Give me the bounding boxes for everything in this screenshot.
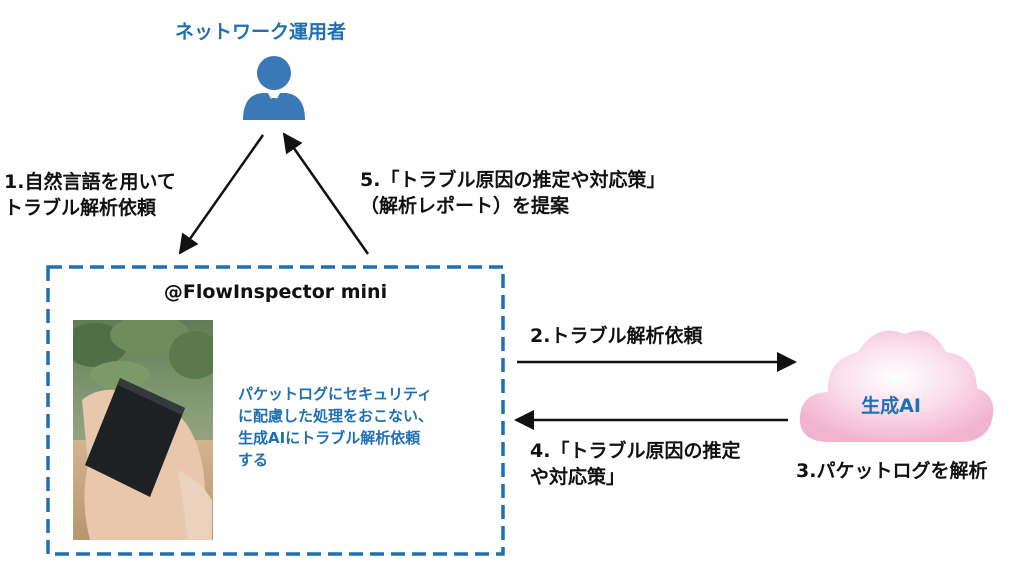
- device-box-border: [46, 265, 505, 556]
- device-description-line-4: する: [238, 451, 269, 469]
- device-description-line-3: 生成AIにトラブル解析依頼: [238, 429, 421, 447]
- step2-text: 2.トラブル解析依頼: [530, 323, 702, 349]
- cloud-icon: [799, 330, 994, 442]
- step3-line-1: 3.パケットログを解析: [796, 460, 988, 482]
- step5-line-1: 5.「トラブル原因の推定や対応策」: [360, 169, 666, 191]
- step4-text: 4.「トラブル原因の推定 や対応策」: [530, 438, 740, 490]
- device-description: パケットログにセキュリティ に配慮した処理をおこない、 生成AIにトラブル解析依…: [238, 383, 433, 471]
- step2-line-1: 2.トラブル解析依頼: [530, 325, 703, 347]
- operator-label: ネットワーク運用者: [175, 21, 347, 43]
- device-box-title: @FlowInspector mini: [163, 281, 388, 303]
- step1-text: 1.自然言語を用いて トラブル解析依頼: [4, 169, 176, 221]
- step3-text: 3.パケットログを解析: [796, 458, 987, 484]
- step5-line-2: （解析レポート）を提案: [360, 195, 570, 217]
- arrow-request-line: [178, 134, 265, 255]
- step4-line-2: や対応策」: [530, 466, 626, 488]
- step1-line-1: 1.自然言語を用いて: [4, 171, 176, 193]
- device-description-line-1: パケットログにセキュリティ: [238, 385, 433, 403]
- arrow-report-line: [282, 132, 370, 255]
- step1-line-2: トラブル解析依頼: [4, 197, 157, 219]
- ai-label: 生成AI: [861, 395, 921, 417]
- hand-holding-device-photo: [73, 320, 213, 540]
- step4-line-1: 4.「トラブル原因の推定: [530, 440, 741, 462]
- person-icon: [243, 56, 305, 120]
- step5-text: 5.「トラブル原因の推定や対応策」 （解析レポート）を提案: [360, 167, 665, 219]
- device-description-line-2: に配慮した処理をおこない、: [238, 407, 434, 425]
